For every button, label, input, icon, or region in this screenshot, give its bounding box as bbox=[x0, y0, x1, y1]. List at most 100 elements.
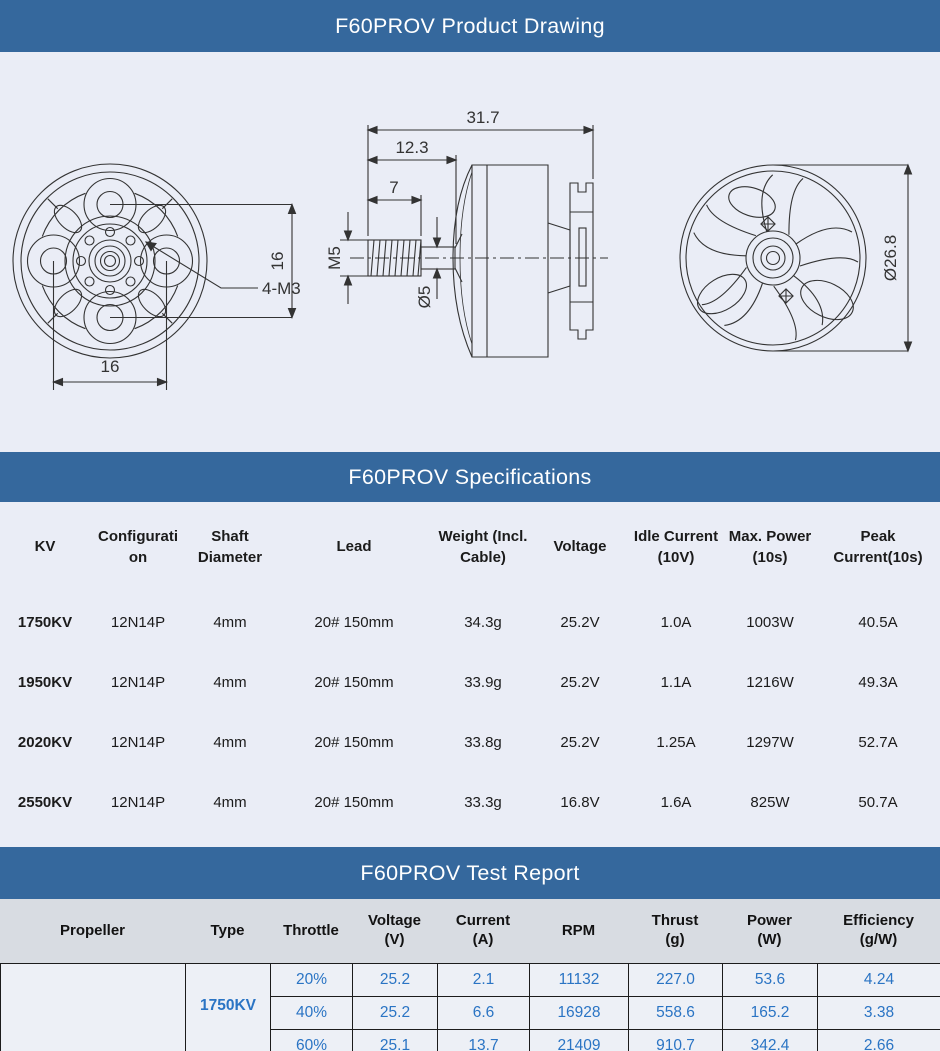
table-cell: 25.2 bbox=[352, 963, 438, 997]
product-drawing-banner: F60PROV Product Drawing bbox=[0, 0, 940, 52]
table-row: 60% 25.1 13.7 21409 910.7 342.4 2.66 bbox=[1, 1029, 940, 1051]
spec-cell: 16.8V bbox=[560, 793, 600, 811]
spec-cell: 12N14P bbox=[110, 613, 166, 631]
test-header-thrust: Thrust (g) bbox=[651, 912, 699, 948]
test-report-header-row: Propeller Type Throttle Voltage (V) Curr… bbox=[0, 899, 940, 963]
table-cell: 11132 bbox=[529, 963, 629, 997]
table-cell: 53.6 bbox=[722, 963, 818, 997]
test-header-voltage: Voltage (V) bbox=[367, 912, 422, 948]
test-header-power: Power (W) bbox=[746, 912, 792, 948]
test-header-propeller: Propeller bbox=[59, 921, 126, 939]
spec-cell: 20# 150mm bbox=[314, 673, 394, 691]
type-cell: 1750KV bbox=[185, 963, 271, 1051]
table-cell: 342.4 bbox=[722, 1029, 818, 1051]
table-cell: 3.38 bbox=[817, 996, 940, 1030]
label-thread-spec: M5 bbox=[325, 246, 344, 270]
dim-thread-length: 7 bbox=[389, 178, 398, 197]
spec-cell: 25.2V bbox=[560, 673, 600, 691]
label-mount-holes: 4-M3 bbox=[262, 279, 301, 298]
test-header-efficiency: Efficiency (g/W) bbox=[843, 912, 914, 948]
propeller-cell bbox=[0, 963, 186, 1051]
table-row: 1750KV 20% 25.2 2.1 11132 227.0 53.6 4.2… bbox=[0, 963, 940, 1051]
spec-cell: 4mm bbox=[213, 613, 247, 631]
test-header-rpm: RPM bbox=[561, 921, 596, 939]
spec-cell: 12N14P bbox=[110, 673, 166, 691]
spec-cell: 1.25A bbox=[656, 733, 696, 751]
rear-spokes bbox=[693, 174, 859, 341]
table-cell: 25.2 bbox=[352, 996, 438, 1030]
rear-view-dimensions bbox=[773, 163, 913, 353]
spec-header-peak-current: Peak Current(10s) bbox=[833, 528, 923, 566]
spec-cell: 2020KV bbox=[17, 733, 73, 751]
table-cell: 25.1 bbox=[352, 1029, 438, 1051]
spec-cell: 25.2V bbox=[560, 733, 600, 751]
spec-cell: 33.9g bbox=[464, 673, 502, 691]
spec-cell: 25.2V bbox=[560, 613, 600, 631]
table-cell: 13.7 bbox=[437, 1029, 530, 1051]
specifications-table: KV Configuration Shaft Diameter Lead Wei… bbox=[0, 502, 940, 847]
spec-cell: 4mm bbox=[213, 793, 247, 811]
specifications-banner: F60PROV Specifications bbox=[0, 452, 940, 502]
spec-cell: 52.7A bbox=[858, 733, 898, 751]
spec-cell: 4mm bbox=[213, 673, 247, 691]
spec-cell: 12N14P bbox=[110, 793, 166, 811]
table-cell: 21409 bbox=[529, 1029, 629, 1051]
test-header-type: Type bbox=[210, 921, 245, 939]
test-report-banner: F60PROV Test Report bbox=[0, 847, 940, 899]
spec-header-lead: Lead bbox=[336, 538, 372, 556]
spec-cell: 20# 150mm bbox=[314, 613, 394, 631]
spec-header-weight: Weight (Incl. Cable) bbox=[438, 528, 528, 566]
side-view-drawing bbox=[350, 164, 608, 358]
spec-cell: 1.6A bbox=[660, 793, 692, 811]
product-drawing-canvas: 16 16 4-M3 31.7 12.3 7 M5 Ø5 Ø26.8 bbox=[12, 108, 913, 390]
spec-cell: 1216W bbox=[746, 673, 794, 691]
dim-front-horizontal: 16 bbox=[101, 357, 120, 376]
table-cell: 60% bbox=[270, 1029, 353, 1051]
dim-front-vertical: 16 bbox=[268, 252, 287, 271]
spec-header-configuration: Configuration bbox=[98, 528, 178, 566]
front-view-dimensions bbox=[51, 202, 297, 390]
dim-bell-diameter: Ø26.8 bbox=[881, 235, 900, 281]
spec-cell: 33.3g bbox=[464, 793, 502, 811]
table-cell: 4.24 bbox=[817, 963, 940, 997]
table-cell: 40% bbox=[270, 996, 353, 1030]
spec-header-voltage: Voltage bbox=[553, 538, 607, 556]
spec-header-idle-current: Idle Current (10V) bbox=[633, 528, 719, 566]
spec-header-max-power: Max. Power (10s) bbox=[728, 528, 812, 566]
dim-overall-length: 31.7 bbox=[466, 108, 499, 127]
spec-cell: 33.8g bbox=[464, 733, 502, 751]
table-cell: 16928 bbox=[529, 996, 629, 1030]
test-report-table: 1750KV 20% 25.2 2.1 11132 227.0 53.6 4.2… bbox=[0, 963, 940, 1051]
spec-cell: 4mm bbox=[213, 733, 247, 751]
test-header-throttle: Throttle bbox=[283, 921, 339, 939]
table-cell: 227.0 bbox=[628, 963, 723, 997]
spec-cell: 1003W bbox=[746, 613, 794, 631]
test-header-current: Current (A) bbox=[455, 912, 511, 948]
rear-view-drawing bbox=[679, 164, 867, 352]
spec-cell: 1.0A bbox=[660, 613, 692, 631]
spec-cell: 1750KV bbox=[17, 613, 73, 631]
spec-cell: 34.3g bbox=[464, 613, 502, 631]
spec-cell: 1297W bbox=[746, 733, 794, 751]
table-cell: 6.6 bbox=[437, 996, 530, 1030]
table-cell: 2.66 bbox=[817, 1029, 940, 1051]
dim-shaft-diameter: Ø5 bbox=[415, 286, 434, 309]
spec-header-shaft-diameter: Shaft Diameter bbox=[197, 528, 263, 566]
table-cell: 165.2 bbox=[722, 996, 818, 1030]
table-cell: 558.6 bbox=[628, 996, 723, 1030]
spec-cell: 40.5A bbox=[858, 613, 898, 631]
spec-cell: 20# 150mm bbox=[314, 733, 394, 751]
spec-cell: 20# 150mm bbox=[314, 793, 394, 811]
product-drawing-section: 16 16 4-M3 31.7 12.3 7 M5 Ø5 Ø26.8 bbox=[0, 52, 940, 452]
dim-shaft-section: 12.3 bbox=[395, 138, 428, 157]
spec-cell: 50.7A bbox=[858, 793, 898, 811]
table-cell: 20% bbox=[270, 963, 353, 997]
spec-cell: 12N14P bbox=[110, 733, 166, 751]
table-cell: 910.7 bbox=[628, 1029, 723, 1051]
spec-header-kv: KV bbox=[34, 538, 56, 556]
spec-cell: 2550KV bbox=[17, 793, 73, 811]
side-view-dimensions bbox=[340, 125, 595, 304]
spec-cell: 1.1A bbox=[660, 673, 692, 691]
spec-cell: 49.3A bbox=[858, 673, 898, 691]
table-cell: 2.1 bbox=[437, 963, 530, 997]
